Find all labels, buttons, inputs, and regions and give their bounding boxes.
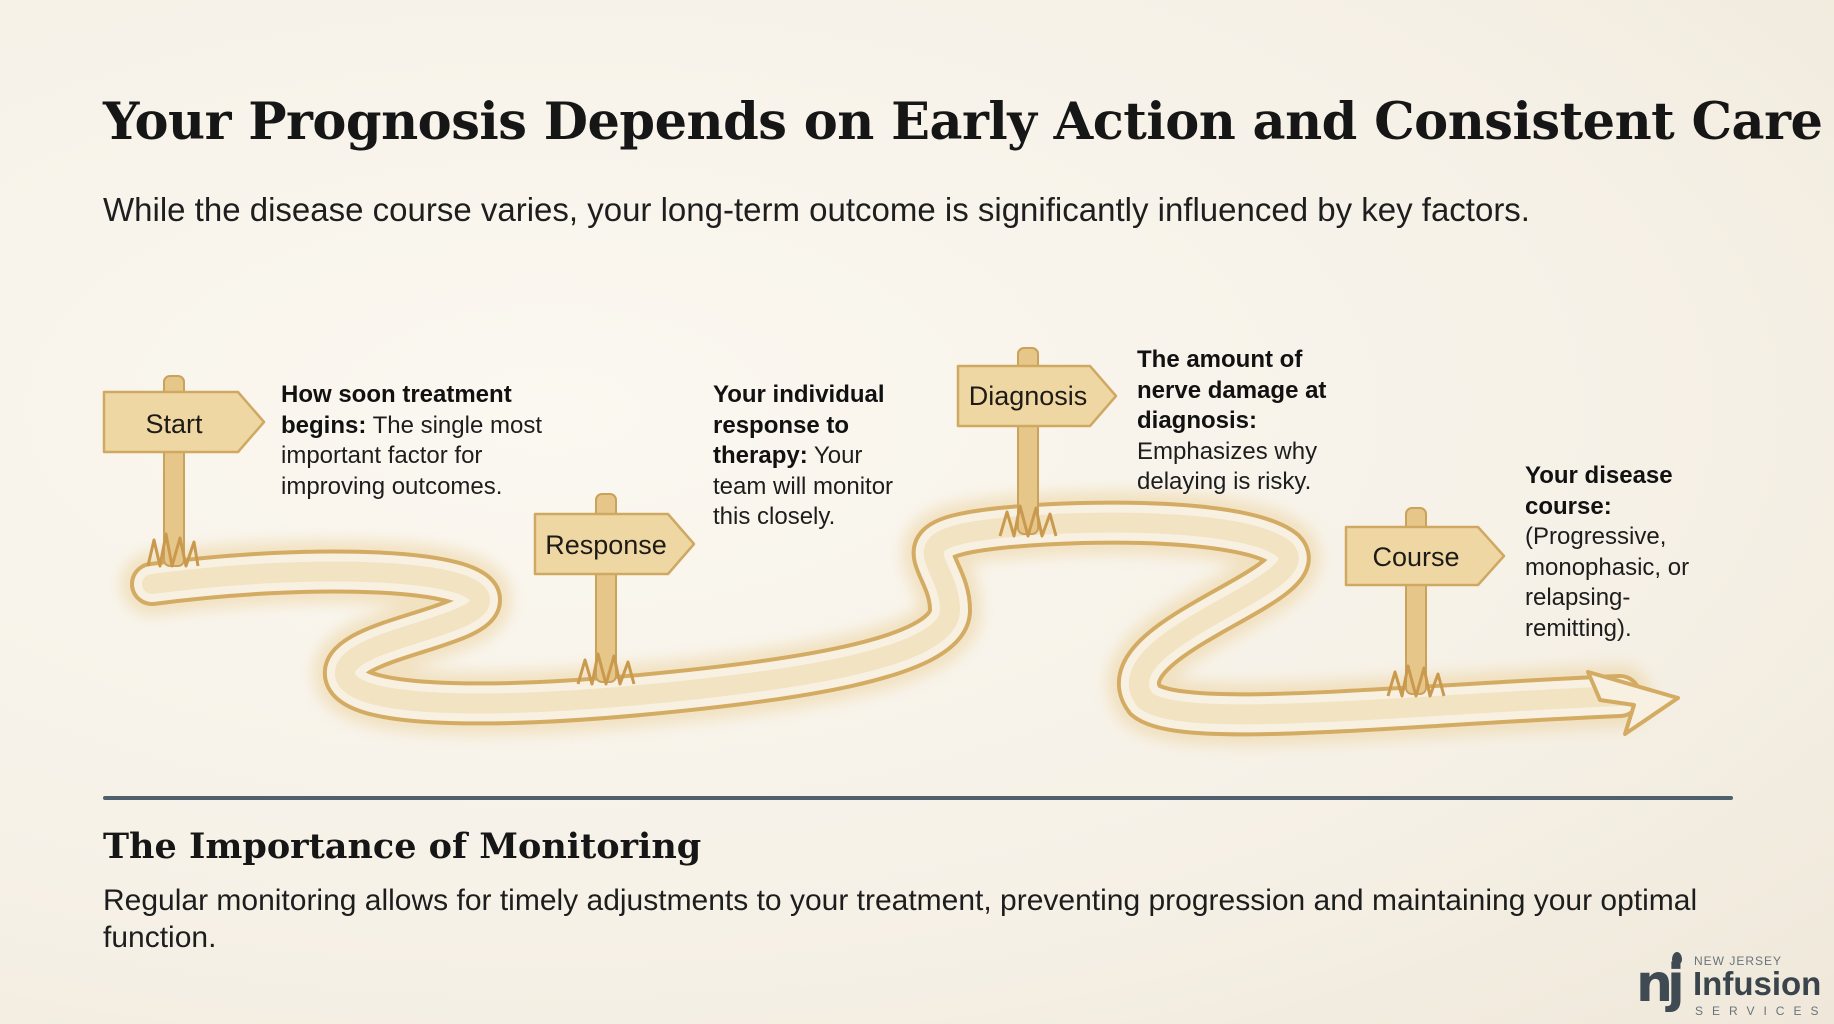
signpost-diagnosis: Diagnosis (956, 347, 1118, 538)
droplet-icon (1672, 952, 1682, 965)
grass-tuft (146, 532, 200, 568)
signpost-start: Start (102, 375, 266, 568)
step-heading: How soon treatment begins: (281, 381, 512, 439)
grass-tuft (998, 504, 1058, 538)
monitoring-body: Regular monitoring allows for timely adj… (103, 884, 1698, 954)
step-detail: The single most important factor for imp… (281, 411, 542, 500)
sign-label-diagnosis: Diagnosis (969, 381, 1088, 411)
grass-tuft (576, 652, 636, 686)
step-detail: Your team will monitor this closely. (713, 442, 894, 530)
grass-tuft (1386, 664, 1446, 698)
sign-label-start: Start (145, 409, 203, 439)
step-description-diagnosis: The amount of nerve damage at diagnosis:… (1137, 345, 1352, 498)
step-detail: (Progressive, monophasic, or relapsing-r… (1525, 523, 1690, 642)
signpost-response: Response (533, 493, 696, 686)
page-subtitle: While the disease course varies, your lo… (103, 191, 1530, 228)
step-description-start: How soon treatment begins: The single mo… (281, 380, 571, 502)
sign-label-response: Response (545, 530, 667, 560)
step-heading: Your individual response to therapy: (713, 381, 885, 469)
step-heading: The amount of nerve damage at diagnosis: (1137, 346, 1327, 434)
step-description-response: Your individual response to therapy: You… (713, 380, 913, 533)
logo-mark: nj (1636, 954, 1685, 1014)
monitoring-title: The Importance of Monitoring (103, 826, 702, 867)
logo-tagline: SERVICES (1695, 1004, 1828, 1018)
logo-brand: Infusion (1693, 965, 1822, 1002)
section-divider (103, 796, 1733, 800)
sign-label-course: Course (1372, 542, 1459, 572)
logo-region: NEW JERSEY (1694, 954, 1783, 968)
page-title: Your Prognosis Depends on Early Action a… (103, 92, 1823, 152)
step-detail: Emphasizes why delaying is risky. (1137, 437, 1318, 496)
company-logo: nj NEW JERSEY Infusion SERVICES (1632, 950, 1832, 1020)
road-arrowhead (1586, 670, 1680, 736)
signpost-course: Course (1344, 507, 1506, 698)
step-heading: Your disease course: (1525, 462, 1673, 520)
step-description-course: Your disease course: (Progressive, monop… (1525, 461, 1725, 644)
